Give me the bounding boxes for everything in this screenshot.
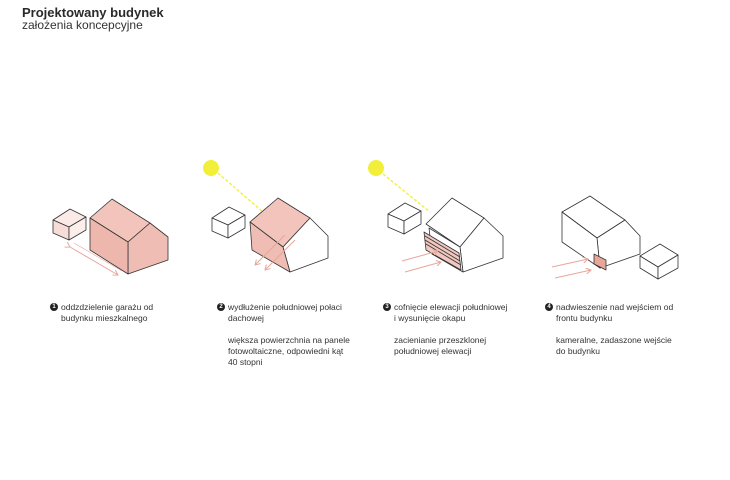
step-number-badge: 4 <box>545 303 553 311</box>
caption-line: nadwieszenie nad wejściem od <box>556 302 674 312</box>
caption-note: do budynku <box>556 346 600 356</box>
caption-line: frontu budynku <box>556 313 613 323</box>
page-title: Projektowany budynek <box>22 5 164 20</box>
garage-block <box>639 243 679 280</box>
sun-ray <box>217 172 265 214</box>
caption-note: południowej elewacji <box>394 346 472 356</box>
caption-step-4: 4 nadwieszenie nad wejściem od frontu bu… <box>545 302 701 357</box>
caption-step-3: 3 cofnięcie elewacji południowej i wysun… <box>383 302 539 357</box>
diagram-4-entrance-overhang <box>551 195 679 280</box>
house-block <box>249 197 329 273</box>
caption-note: 40 stopni <box>228 357 263 367</box>
caption-step-1: 1 oddzdzielenie garażu od budynku mieszk… <box>50 302 206 324</box>
caption-note: większa powierzchnia na panele <box>228 335 350 345</box>
shade-arrows <box>401 251 441 273</box>
caption-note: zacienianie przeszklonej <box>394 335 487 345</box>
sun-icon <box>368 160 384 176</box>
sun-ray <box>382 173 431 213</box>
caption-line: dachowej <box>228 313 264 323</box>
garage-block <box>387 202 422 235</box>
page-subtitle: założenia koncepcyjne <box>22 18 143 32</box>
shaded-facade <box>423 231 462 271</box>
diagram-2-extended-roof <box>203 160 329 273</box>
caption-note: kameralne, zadaszone wejście <box>556 335 672 345</box>
entrance-arrows <box>551 259 591 279</box>
house-block <box>423 197 504 273</box>
house-block <box>561 195 641 271</box>
caption-step-2: 2 wydłużenie południowej połaci dachowej… <box>217 302 373 368</box>
garage-block <box>211 206 246 239</box>
step-number-badge: 3 <box>383 303 391 311</box>
caption-line: wydłużenie południowej połaci <box>228 302 342 312</box>
garage-block <box>52 208 87 241</box>
house-block <box>89 198 169 275</box>
roof-arrows <box>255 234 296 270</box>
entrance-recess <box>593 253 607 271</box>
diagram-3-recessed-facade <box>368 160 504 273</box>
caption-line: cofnięcie elewacji południowej <box>394 302 508 312</box>
caption-line: oddzdzielenie garażu od <box>61 302 154 312</box>
diagram-1-separate-garage <box>52 198 169 275</box>
caption-line: i wysunięcie okapu <box>394 313 466 323</box>
step-number-badge: 1 <box>50 303 58 311</box>
separation-arrow <box>70 243 123 275</box>
sun-icon <box>203 160 219 176</box>
step-number-badge: 2 <box>217 303 225 311</box>
caption-note: fotowoltaiczne, odpowiedni kąt <box>228 346 344 356</box>
caption-line: budynku mieszkalnego <box>61 313 148 323</box>
